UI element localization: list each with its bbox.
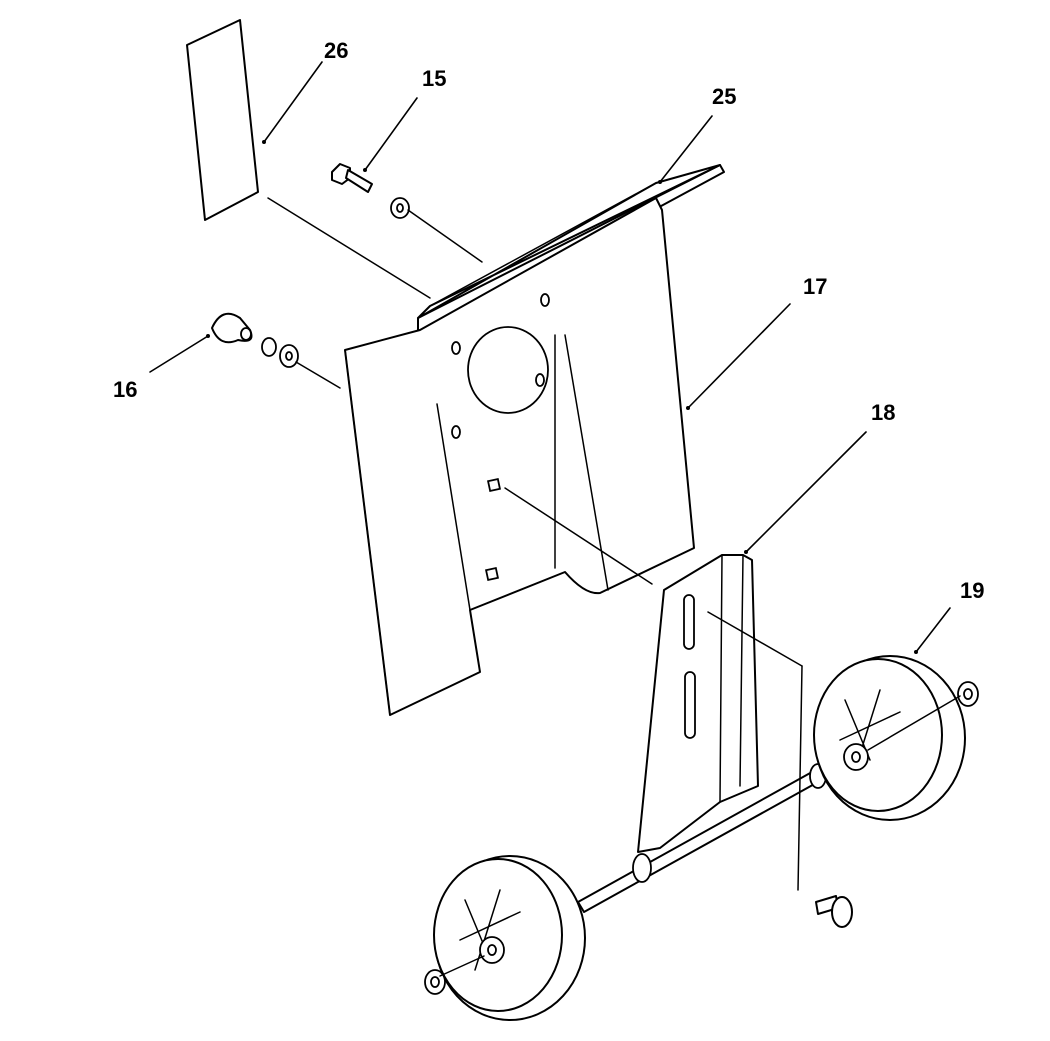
decal-sheet	[186, 19, 259, 221]
wing-nut	[211, 312, 299, 368]
wheel-bracket	[637, 554, 759, 853]
wheel-right	[813, 655, 966, 821]
callout-25: 25	[712, 84, 736, 109]
square-hole	[485, 567, 499, 581]
bolt-hole	[451, 341, 461, 355]
main-plate	[344, 197, 695, 716]
bolt-hole	[535, 373, 545, 387]
callout-15: 15	[422, 66, 446, 91]
callout-19: 19	[960, 578, 984, 603]
square-hole	[487, 478, 501, 492]
carriage-bolt	[815, 895, 853, 928]
hub-cap	[424, 969, 446, 995]
assembly-lines	[267, 197, 961, 977]
hex-bolt	[331, 163, 410, 219]
callout-17: 17	[803, 274, 827, 299]
bolt-hole	[540, 293, 550, 307]
hub-cap	[957, 681, 979, 707]
leader-lines	[149, 61, 951, 654]
callout-26: 26	[324, 38, 348, 63]
axle	[577, 763, 827, 913]
spacer	[632, 853, 652, 883]
bolt-hole	[451, 425, 461, 439]
callout-16: 16	[113, 377, 137, 402]
adjust-slot	[684, 671, 696, 739]
lock-washer	[261, 337, 277, 357]
wheel-left	[433, 855, 586, 1021]
motor-hole	[467, 326, 549, 414]
callout-18: 18	[871, 400, 895, 425]
adjust-slot	[683, 594, 695, 650]
